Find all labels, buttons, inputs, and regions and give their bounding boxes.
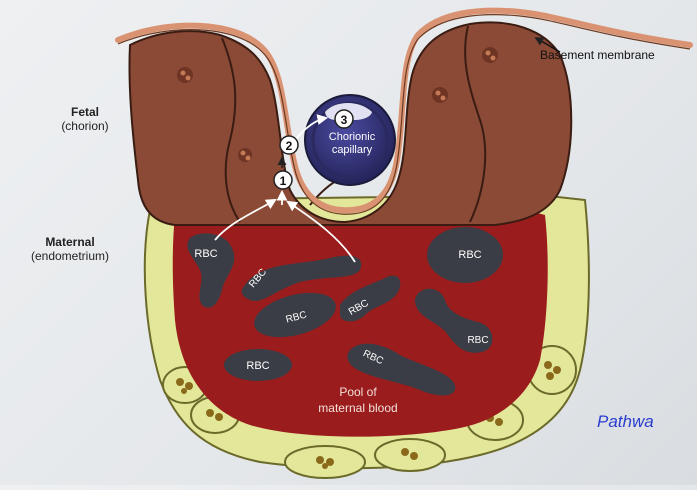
maternal-label: Maternal (endometrium)	[5, 235, 135, 263]
step-3-marker: 3	[335, 110, 353, 128]
rbc-label: RBC	[467, 335, 488, 346]
rbc-label: RBC	[194, 248, 217, 260]
capillary-label-1: Chorionic	[329, 131, 376, 143]
pool-label-1: Pool of	[339, 385, 377, 399]
step-2-number: 2	[286, 139, 293, 153]
pool-label-2: maternal blood	[318, 401, 397, 415]
caption-text: Pathwa	[597, 412, 654, 432]
fetal-label-title: Fetal	[35, 105, 135, 119]
chorionic-capillary: Chorionic capillary	[305, 95, 395, 185]
cell	[285, 446, 365, 478]
cell	[375, 439, 445, 471]
fetal-label: Fetal (chorion)	[35, 105, 135, 133]
maternal-label-title: Maternal	[5, 235, 135, 249]
capillary-label-2: capillary	[332, 144, 373, 156]
maternal-label-sub: (endometrium)	[5, 249, 135, 263]
step-1-marker: 1	[274, 171, 292, 189]
step-2-marker: 2	[280, 136, 298, 154]
rbc-label: RBC	[246, 360, 269, 372]
fetal-label-sub: (chorion)	[35, 119, 135, 133]
rbc-label: RBC	[458, 249, 481, 261]
basement-membrane-label: Basement membrane	[540, 48, 655, 62]
step-1-number: 1	[280, 174, 287, 188]
step-3-number: 3	[341, 113, 348, 127]
